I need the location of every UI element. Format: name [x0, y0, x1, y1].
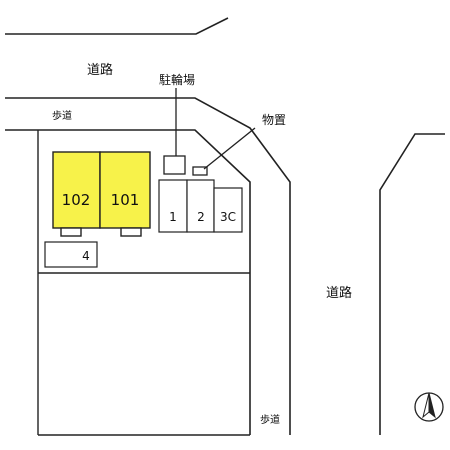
unit-101-label: 101: [111, 191, 140, 209]
road-lines: [5, 17, 445, 435]
sidewalk-right-label: 歩道: [260, 413, 280, 426]
right-road-edge: [379, 133, 445, 435]
unit-102: [52, 151, 101, 229]
unit-101: [99, 151, 151, 229]
sidewalk-outer-edge: [5, 97, 291, 435]
building: 102 101: [52, 151, 151, 237]
parking-spaces: [44, 179, 243, 268]
top-road-edge: [5, 17, 229, 35]
parking-4: [44, 241, 98, 268]
parking-4-label: 4: [82, 249, 90, 263]
parking-1: [158, 179, 188, 233]
unit-102-label: 102: [62, 191, 91, 209]
north-arrow-icon: [414, 392, 444, 422]
bicycle-parking-label: 駐輪場: [159, 72, 195, 87]
sidewalk-top-label: 歩道: [52, 109, 72, 122]
parking-3-label: 3C: [220, 210, 236, 224]
storage-box: [192, 166, 208, 176]
road-top-label: 道路: [87, 62, 113, 78]
bicycle-parking-area: [163, 155, 186, 175]
facilities: [163, 88, 256, 176]
parking-1-label: 1: [169, 210, 177, 224]
storage-leader: [203, 127, 256, 170]
parking-3: [213, 187, 243, 233]
site-lot: [37, 130, 250, 436]
sidewalk-inner-edge: [5, 129, 251, 435]
parking-2: [186, 179, 215, 233]
road-right-label: 道路: [326, 285, 352, 301]
storage-label: 物置: [262, 113, 286, 127]
step-102: [60, 227, 82, 237]
step-101: [120, 227, 142, 237]
parking-2-label: 2: [197, 210, 205, 224]
